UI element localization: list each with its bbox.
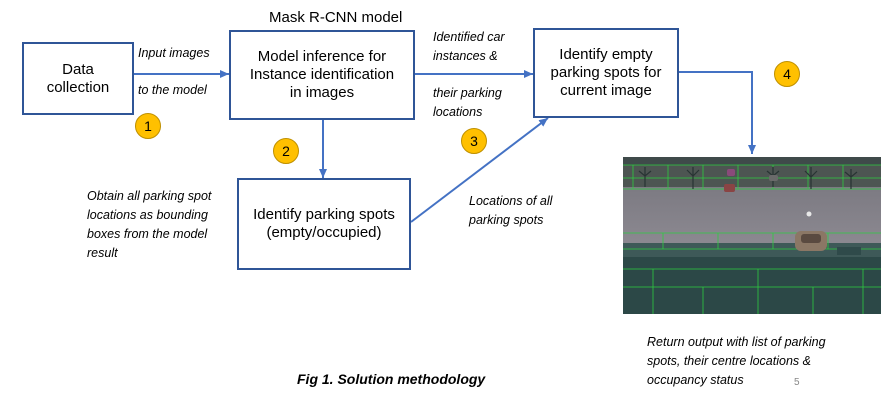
return-output-label: Return output with list of parking spots… — [647, 335, 826, 387]
input-images-label: Input images — [138, 46, 210, 60]
step-1-badge: 1 — [135, 113, 161, 139]
data-collection-box: Data collection — [22, 42, 134, 115]
parking-locations-label: their parking locations — [433, 86, 502, 119]
figure-caption: Fig 1. Solution methodology — [297, 371, 486, 387]
to-the-model-label: to the model — [138, 83, 207, 97]
arrow-spots-to-empty — [410, 117, 549, 223]
identified-cars-label: Identified car instances & — [433, 30, 505, 63]
model-title: Mask R-CNN model — [269, 9, 403, 26]
locations-all-label: Locations of all parking spots — [469, 194, 553, 227]
step-2-badge: 2 — [273, 138, 299, 164]
step-3-badge: 3 — [461, 128, 487, 154]
page-number: 5 — [794, 377, 800, 388]
model-inference-box: Model inference for Instance identificat… — [229, 30, 415, 120]
parking-lot-image — [623, 157, 881, 314]
obtain-spots-label: Obtain all parking spot locations as bou… — [87, 189, 212, 260]
identify-spots-box: Identify parking spots (empty/occupied) — [237, 178, 411, 270]
arrow-empty-to-output — [678, 71, 756, 154]
step-4-badge: 4 — [774, 61, 800, 87]
identify-empty-box: Identify empty parking spots for current… — [533, 28, 679, 118]
